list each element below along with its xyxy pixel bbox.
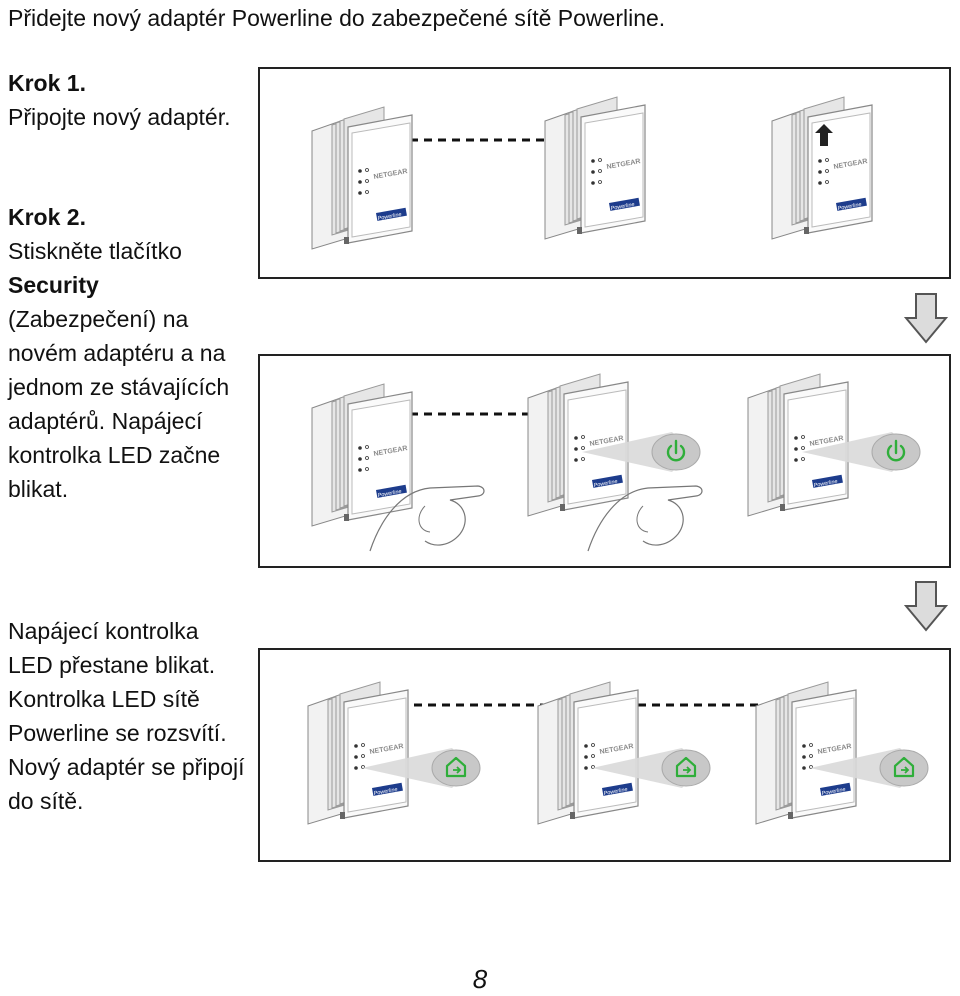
step-2: Krok 2. Stiskněte tlačítko Security (Zab…	[8, 200, 248, 506]
step-2-label: Krok 2.	[8, 204, 86, 230]
model-badge: Powerline	[603, 787, 628, 797]
powerline-callout-3	[810, 748, 929, 788]
page-title: Přidejte nový adaptér Powerline do zabez…	[8, 5, 666, 31]
model-badge: Powerline	[377, 489, 402, 499]
model-badge: Powerline	[837, 202, 862, 212]
page-number: 8	[472, 964, 488, 994]
power-callout-2	[802, 432, 921, 472]
model-badge: Powerline	[373, 787, 398, 797]
step-2-text-after: (Zabezpečení) na novém adaptéru a na jed…	[8, 306, 230, 502]
powerline-callout-1	[362, 748, 481, 788]
up-arrow-icon	[815, 124, 833, 146]
model-badge: Powerline	[813, 479, 838, 489]
step-1: Krok 1. Připojte nový adaptér.	[8, 66, 248, 134]
step-3: Napájecí kontrolka LED přestane blikat. …	[8, 614, 248, 818]
power-callout-1	[582, 432, 701, 472]
step-3-text: Napájecí kontrolka LED přestane blikat. …	[8, 618, 245, 814]
step-2-text: Stiskněte tlačítko Security (Zabezpečení…	[8, 234, 248, 506]
model-badge: Powerline	[377, 212, 402, 222]
home-powerline-icon	[445, 756, 467, 778]
step-1-label: Krok 1.	[8, 70, 86, 96]
down-arrow-icon	[903, 580, 949, 637]
model-badge: Powerline	[821, 787, 846, 797]
home-powerline-icon	[675, 756, 697, 778]
model-badge: Powerline	[593, 479, 618, 489]
power-icon	[666, 439, 686, 462]
powerline-callout-2	[592, 748, 711, 788]
down-arrow-icon	[903, 292, 949, 349]
model-badge: Powerline	[610, 202, 635, 212]
home-powerline-icon	[893, 756, 915, 778]
security-button-name: Security	[8, 272, 99, 298]
power-icon	[886, 439, 906, 462]
step-2-text-before: Stiskněte tlačítko	[8, 238, 182, 264]
hand-press-right	[587, 485, 703, 552]
step-1-text: Připojte nový adaptér.	[8, 104, 231, 130]
hand-press-left	[369, 485, 485, 552]
